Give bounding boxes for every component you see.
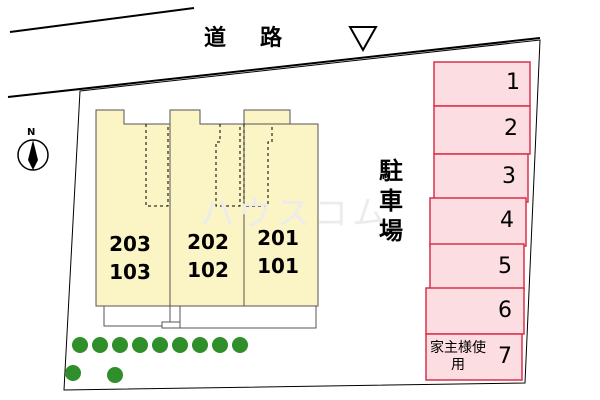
watermark: ハウスコム: [200, 194, 390, 234]
shrub-row: [65, 337, 248, 383]
shrub-icon: [65, 365, 81, 381]
stair-outline-right: [243, 124, 273, 207]
unit-number-101: 101: [257, 254, 299, 278]
parking-slot-5: [429, 243, 525, 291]
shrub-icon: [232, 337, 248, 353]
building-top-notch: [123, 110, 291, 125]
unit-label-right: 201 101: [248, 224, 308, 280]
road-direction-triangle-icon: [348, 26, 378, 53]
parking-slot-number-7: 7: [498, 344, 512, 369]
shrub-icon: [92, 337, 108, 353]
unit-number-203: 203: [109, 232, 151, 256]
road-edge-bottom: [7, 37, 541, 98]
shrub-icon: [212, 337, 228, 353]
parking-slot-number-2: 2: [504, 116, 518, 141]
parking-slot-number-3: 3: [502, 164, 516, 189]
shrub-icon: [107, 367, 123, 383]
owner-use-note: 家主様使用: [430, 340, 486, 373]
road-edge-top: [9, 7, 195, 33]
parking-area: [425, 61, 531, 381]
parking-slot-3: [433, 153, 529, 203]
stair-outline-middle: [215, 124, 241, 207]
north-label: N: [27, 127, 36, 138]
parking-slot-number-6: 6: [498, 298, 512, 323]
shrub-icon: [132, 337, 148, 353]
shrub-icon: [112, 337, 128, 353]
shrub-icon: [152, 337, 168, 353]
parking-slot-6: [425, 287, 525, 335]
unit-label-middle: 202 102: [178, 228, 238, 284]
unit-number-202: 202: [187, 230, 229, 254]
parking-slot-number-5: 5: [498, 254, 512, 279]
shrub-icon: [172, 337, 188, 353]
shrub-icon: [192, 337, 208, 353]
unit-label-left: 203 103: [100, 230, 160, 286]
unit-number-102: 102: [187, 258, 229, 282]
road-label: 道路: [204, 26, 317, 51]
parking-slot-4: [429, 197, 527, 247]
walkway: [103, 306, 317, 329]
parking-slot-number-4: 4: [500, 208, 514, 233]
parking-slot-number-1: 1: [506, 70, 520, 95]
unit-number-201: 201: [257, 226, 299, 250]
north-compass-icon: [17, 139, 49, 171]
parking-label: 駐車場: [379, 157, 403, 245]
parking-slot-2: [433, 105, 531, 155]
parking-slot-1: [433, 61, 531, 107]
parking-slot-7: [425, 333, 523, 381]
shrub-icon: [72, 337, 88, 353]
unit-number-103: 103: [109, 260, 151, 284]
stair-outline-left: [145, 124, 169, 207]
walkway-joint: [161, 321, 181, 329]
